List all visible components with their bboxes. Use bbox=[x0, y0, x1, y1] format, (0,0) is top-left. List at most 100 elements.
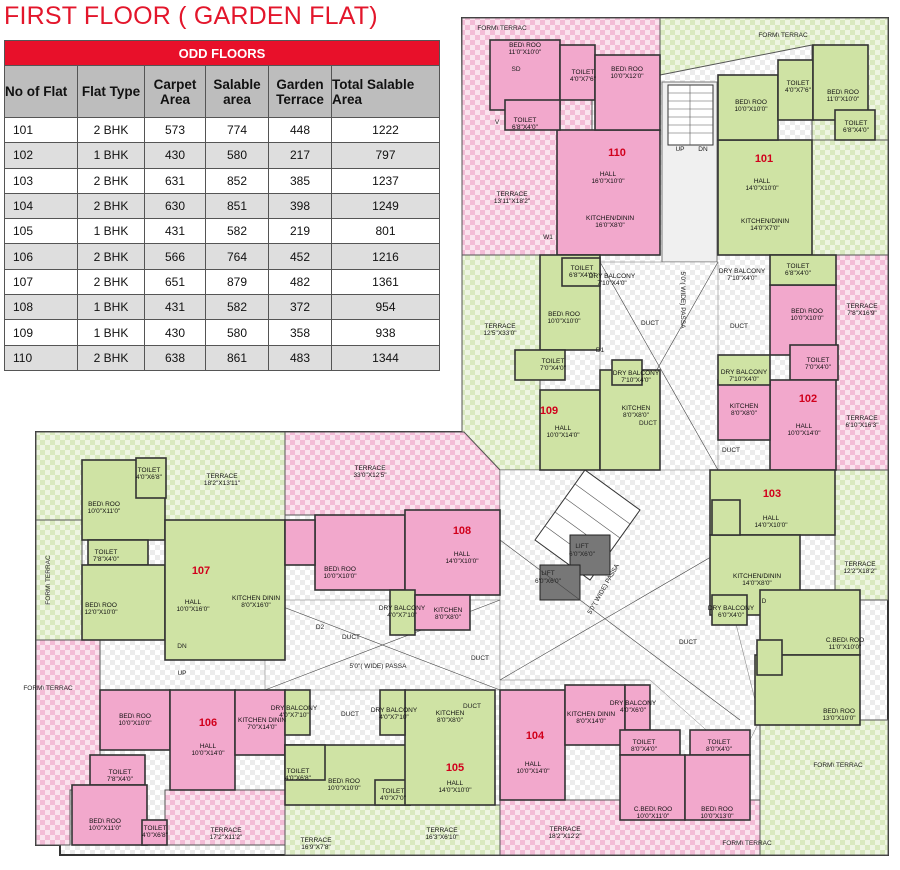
room-name: KITCHEN/DININ bbox=[741, 218, 789, 225]
table-cell: 638 bbox=[144, 344, 206, 371]
table-cell: 573 bbox=[144, 116, 206, 144]
terrace-107-side bbox=[35, 519, 83, 641]
room-name: DRY BALCONY bbox=[719, 268, 766, 275]
room-name: KITCHEN/DININ bbox=[586, 215, 634, 222]
plan-label: FORM\ TERRAC bbox=[722, 840, 772, 847]
terrace-101-side bbox=[811, 139, 889, 256]
plan-label: FORM\ TERRAC bbox=[477, 25, 527, 32]
table-cell: 430 bbox=[144, 319, 206, 346]
room-name: DRY BALCONY bbox=[271, 705, 318, 712]
plan-label: D bbox=[762, 598, 767, 605]
table-cell: 104 bbox=[4, 192, 78, 220]
plan-label: FORM\ TERRAC bbox=[758, 32, 808, 39]
room-name: HALL bbox=[555, 425, 572, 432]
room-name: KITCHEN bbox=[622, 405, 651, 412]
room-dimension: 6'10"X16'3" bbox=[845, 422, 879, 429]
room-dimension: 10'0"X13'0" bbox=[700, 813, 734, 820]
room-dimension: 10'0"X10'0" bbox=[790, 315, 824, 322]
table-cell: 103 bbox=[4, 167, 78, 194]
plan-label: UP bbox=[177, 670, 186, 677]
room-dimension: 7'8"X16'9" bbox=[847, 310, 877, 317]
room-name: BED\ ROO bbox=[791, 308, 823, 315]
flat-number-103: 103 bbox=[763, 488, 781, 500]
room-dimension: 6'8"X4'0" bbox=[785, 270, 812, 277]
flat-numbers: 110 101 109 102 107 108 103 106 105 104 bbox=[192, 147, 817, 774]
room-name: DRY BALCONY bbox=[613, 370, 660, 377]
room-dimension: 7'0"X4'0" bbox=[540, 365, 567, 372]
room-name: TOILET bbox=[571, 265, 594, 272]
room-name: DRY BALCONY bbox=[371, 707, 418, 714]
table-cell: 372 bbox=[268, 294, 332, 321]
room-dimension: 14'0"X10'0" bbox=[754, 522, 788, 529]
room-dimension: 4'0"X7'10" bbox=[379, 714, 409, 721]
plan-label: LIFT bbox=[541, 570, 554, 577]
table-cell: 1222 bbox=[331, 116, 440, 144]
plan-label: D1 bbox=[596, 347, 605, 354]
table-cell: 1 BHK bbox=[77, 142, 145, 169]
room-dimension: 16'3"X6'10" bbox=[425, 834, 459, 841]
room-name: TERRACE bbox=[210, 827, 242, 834]
plan-label: DUCT bbox=[639, 420, 657, 427]
room-dimension: 4'0"X6'0" bbox=[620, 707, 647, 714]
flat-number-101: 101 bbox=[755, 153, 773, 165]
table-cell: 580 bbox=[205, 142, 269, 169]
plan-label: 5'0"( WIDE) PASSA bbox=[679, 272, 686, 330]
room-name: HALL bbox=[525, 761, 542, 768]
room-dimension: 12'2"X18'2" bbox=[843, 568, 877, 575]
room-dimension: 12'0"X10'0" bbox=[84, 609, 118, 616]
room-name: TOILET bbox=[542, 358, 565, 365]
room-dimension: 10'0"X11'0" bbox=[637, 813, 670, 820]
table-cell: 431 bbox=[144, 218, 206, 245]
table-cell: 580 bbox=[205, 319, 269, 346]
room-dimension: 4'0"X6'8" bbox=[136, 474, 163, 481]
room-dimension: 7'10"X4'0" bbox=[727, 275, 757, 282]
table-cell: 1216 bbox=[331, 243, 440, 270]
plan-label: DUCT bbox=[342, 634, 360, 641]
room-dimension: 11'0"X10'0" bbox=[829, 644, 862, 651]
flat-108 bbox=[284, 509, 501, 636]
room-name: KITCHEN DININ bbox=[238, 717, 286, 724]
room-name: TERRACE bbox=[484, 323, 516, 330]
room-name: KITCHEN DININ bbox=[232, 595, 280, 602]
flat-number-102: 102 bbox=[799, 393, 817, 405]
room-name: TOILET bbox=[708, 739, 731, 746]
room-dimension: 4'0"X6'8" bbox=[142, 832, 169, 839]
table-cell: 2 BHK bbox=[77, 268, 145, 296]
room-dimension: 14'0"X10'0" bbox=[438, 787, 472, 794]
room-name: HALL bbox=[454, 551, 471, 558]
room-dimension: 10'0"X11'0" bbox=[89, 825, 122, 832]
room-name: HALL bbox=[185, 599, 202, 606]
room-dimension: 33'0"X12'5" bbox=[353, 472, 387, 479]
room-name: BED\ ROO bbox=[701, 806, 733, 813]
plan-label: FORM\ TERRAC bbox=[45, 555, 52, 605]
room-dimension: 10'0"X14'0" bbox=[516, 768, 550, 775]
room-dimension: 8'0"X8'0" bbox=[437, 717, 464, 724]
room-dimension: 18'2"X12'2" bbox=[548, 833, 582, 840]
room-dimension: 6'8"X4'0" bbox=[843, 127, 870, 134]
room-dimension: 8'0"X14'0" bbox=[576, 718, 606, 725]
terrace-102 bbox=[835, 254, 889, 471]
room-dimension: 8'0"X4'0" bbox=[631, 746, 658, 753]
room-dimension: 10'0"X10'0" bbox=[547, 318, 581, 325]
room-name: KITCHEN DININ bbox=[567, 711, 615, 718]
room-dimension: 6'8"X4'0" bbox=[569, 272, 596, 279]
table-cell: 797 bbox=[331, 142, 440, 169]
room-name: HALL bbox=[763, 515, 780, 522]
plan-label: FORM\ TERRAC bbox=[813, 762, 863, 769]
table-cell: 852 bbox=[205, 167, 269, 194]
flat-104 bbox=[499, 684, 751, 821]
flats bbox=[71, 39, 876, 846]
room-name: BED\ ROO bbox=[827, 89, 859, 96]
room-dimension: 7'8"X4'0" bbox=[107, 776, 134, 783]
flat-105 bbox=[284, 689, 496, 806]
room-name: DRY BALCONY bbox=[721, 369, 768, 376]
room-name: DRY BALCONY bbox=[589, 273, 636, 280]
room-dimension: 10'0"X10'0" bbox=[118, 720, 152, 727]
room-dimension: 10'0"X14'0" bbox=[191, 750, 225, 757]
room-dimension: 7'0"X14'0" bbox=[247, 724, 277, 731]
